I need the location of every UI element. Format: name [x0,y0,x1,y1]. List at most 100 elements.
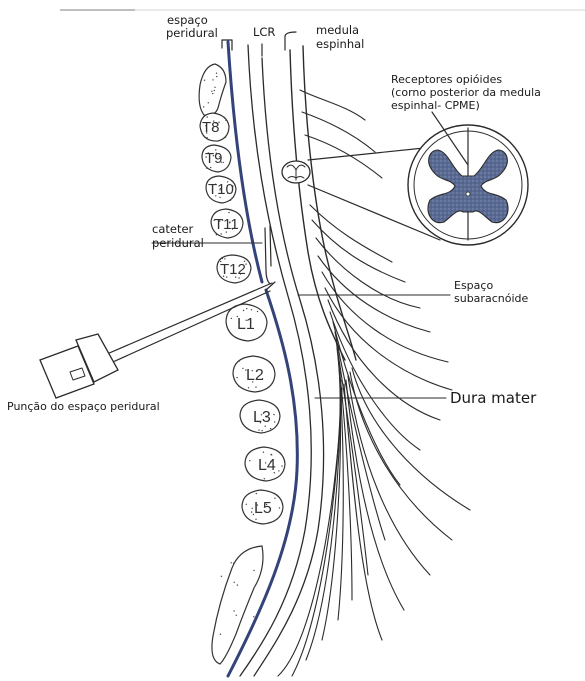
bone-speck [271,454,272,455]
bone-speck [212,79,213,80]
bone-speck [212,93,213,94]
bone-speck [216,234,217,235]
bone-speck [251,511,252,512]
bone-speck [258,429,259,430]
bone-speck [225,120,226,121]
bone-speck [251,309,252,310]
epidural-space-line-1: espaço [167,13,208,27]
central-canal [466,192,470,196]
spinal-cord-left [290,50,345,360]
bone-speck [216,73,217,74]
epidural-space-label: espaço peridural [166,13,218,40]
spinal-cord-line-2: espinhal [316,37,364,51]
bone-speck [246,308,247,309]
spinal-cord-bracket [285,32,296,50]
bone-speck [274,421,275,422]
bone-speck [255,519,256,520]
spinal-cord-cross-section [308,125,528,245]
bone-speck [248,387,249,388]
nerve-root [302,112,375,152]
bone-speck [221,576,222,577]
spinal-cord [290,46,356,360]
csf-label: LCR [253,25,275,39]
epidural-catheter-label: cateter peridural [152,222,204,250]
bone-speck [230,200,231,201]
bone-speck [256,493,257,494]
vertebra-label-l1: L1 [237,316,255,333]
bone-speck [253,616,254,617]
vertebra-upper-body [199,64,226,116]
bone-speck [234,582,235,583]
bone-speck [228,212,229,213]
dura-upper [228,42,262,282]
dura-mater-label: Dura mater [450,389,537,407]
bone-speck [261,430,262,431]
epidural-catheter-line-2: peridural [152,236,204,250]
bone-speck [229,331,230,332]
spinal-cord-line-1: medula [316,23,359,37]
bone-speck [279,507,280,508]
bone-speck [252,508,253,509]
bone-speck [247,428,248,429]
bone-speck [238,386,239,387]
bone-speck [236,615,237,616]
catheter-line-2 [270,226,271,266]
bone-speck [264,478,265,479]
bone-speck [273,414,274,415]
bone-speck [278,470,279,471]
bone-speck [263,452,264,453]
bone-speck [242,368,243,369]
bone-speck [243,310,244,311]
subarachnoid-line-2: subaracnóide [454,292,528,305]
epidural-catheter-line-1: cateter [152,222,194,236]
bone-speck [231,318,232,319]
leader-lines [152,243,450,398]
vertebra-label-t10: T10 [208,181,234,198]
vertebra-label-l3: L3 [253,409,271,426]
vertebra-label-t12: T12 [220,261,246,278]
nerve-root [322,272,448,362]
bone-speck [236,377,237,378]
bone-speck [281,465,282,466]
zoom-line-upper [308,148,424,160]
bone-speck [270,428,271,429]
subarachnoid-space-label: Espaço subaracnóide [454,279,528,305]
cord-section-mini [282,161,310,183]
nerve-root [336,340,368,575]
bone-speck [237,584,238,585]
vertebra-label-l4: L4 [258,457,276,474]
bone-speck [211,91,212,92]
nerve-root [318,256,430,332]
bone-speck [274,498,275,499]
sacrum [212,546,263,664]
vertebra-label-t11: T11 [214,216,239,233]
opioid-receptors-line-3: espinhal- CPME) [391,99,480,112]
bone-speck [214,90,215,91]
bone-speck [220,634,221,635]
bone-speck [206,168,207,169]
spinal-cord-right [303,46,356,360]
vertebra-label-t9: T9 [205,150,223,167]
vertebra-label-t8: T8 [202,119,220,136]
nerve-root [292,380,341,676]
nerve-root [300,90,365,120]
bone-speck [225,137,226,138]
bone-speck [210,167,211,168]
bone-speck [246,504,247,505]
epidural-puncture-label: Punção do espaço peridural [7,400,160,413]
bone-speck [233,610,234,611]
vertebra-label-l2: L2 [246,367,264,384]
subarachnoid-line-1: Espaço [454,279,493,292]
epidural-space-line-2: peridural [166,26,218,40]
opioid-receptors-label: Receptores opióides (corno posterior da … [391,73,544,112]
bone-speck [257,311,258,312]
bone-speck [206,137,207,138]
bone-speck [221,233,222,234]
bone-speck [214,87,215,88]
opioid-receptors-line-2: (corno posterior da medula [391,86,541,99]
bone-speck [231,562,232,563]
bone-speck [233,563,234,564]
bone-speck [203,106,204,107]
